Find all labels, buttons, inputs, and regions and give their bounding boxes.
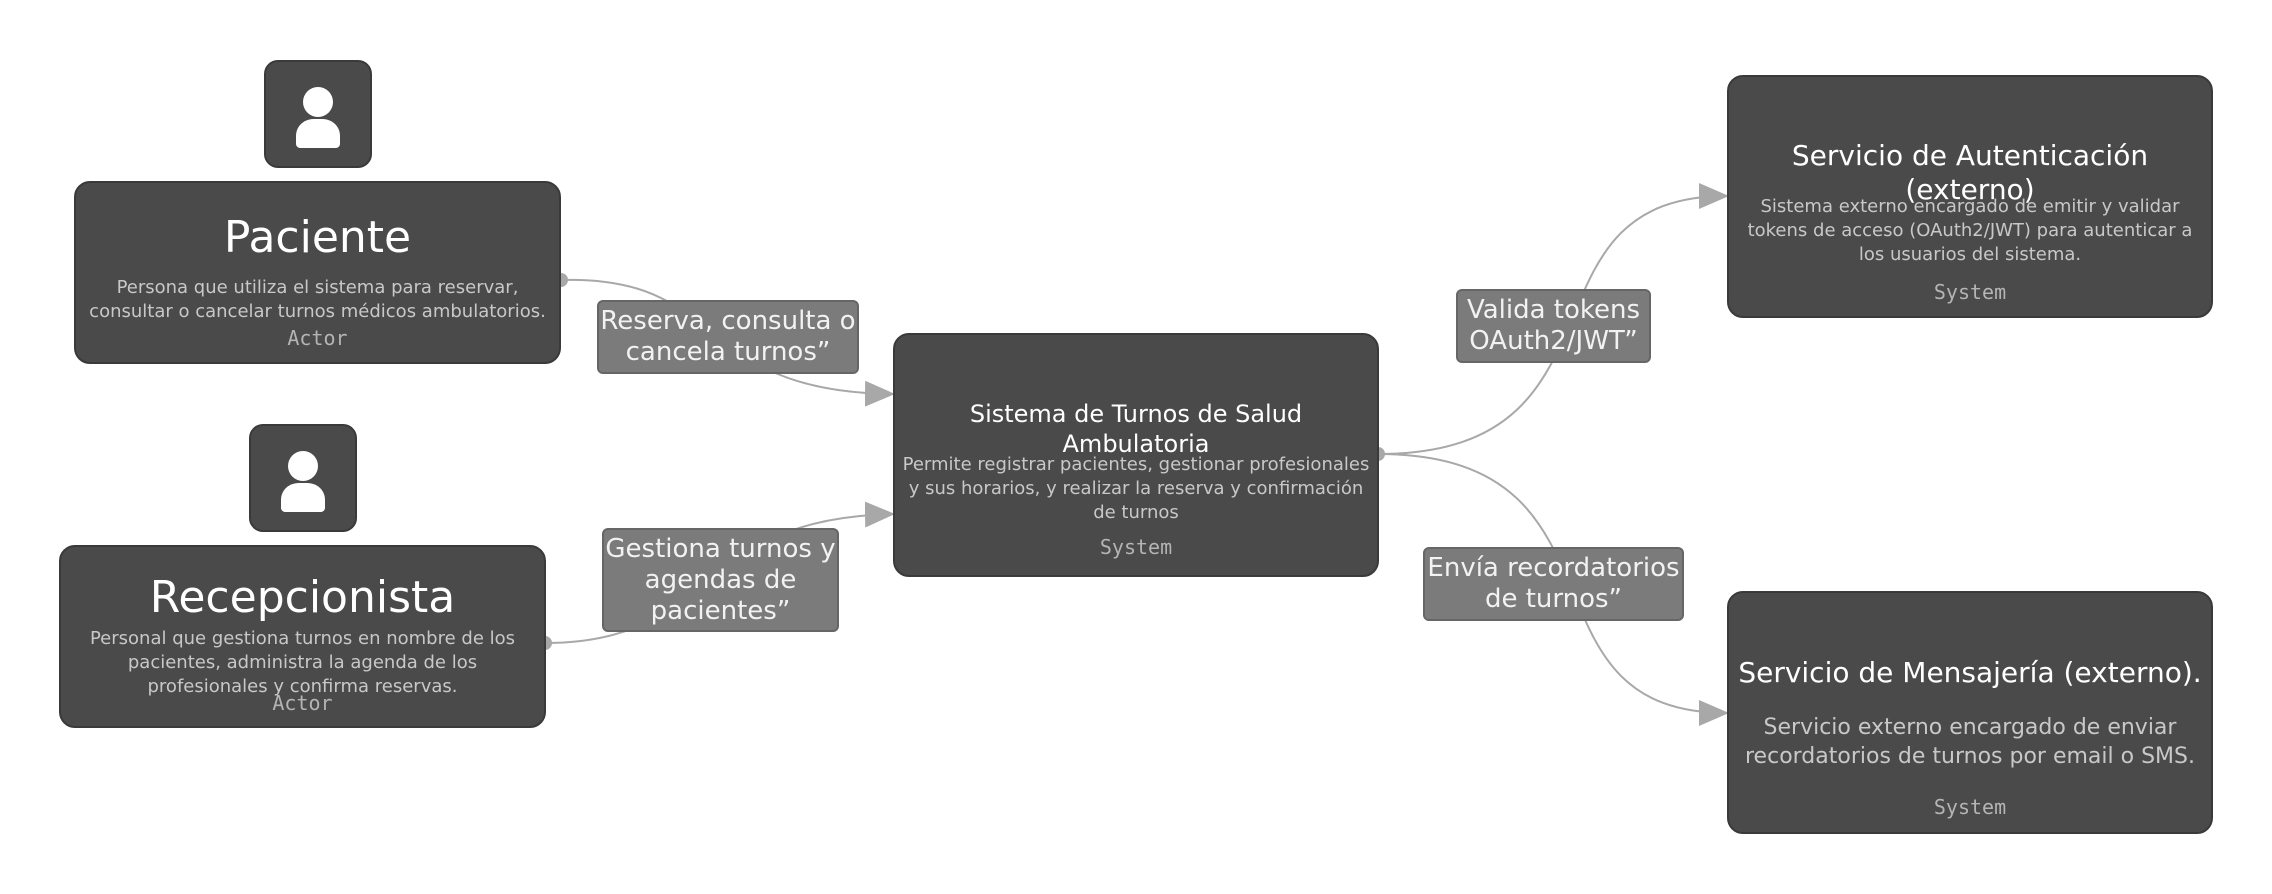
- relationship-label: Envía recordatorios de turnos”: [1423, 547, 1684, 621]
- relationship-label: Valida tokens OAuth2/JWT”: [1456, 289, 1651, 363]
- system-description: Permite registrar pacientes, gestionar p…: [902, 454, 1370, 523]
- system-title: Servicio de Mensajería (externo).: [1738, 656, 2202, 689]
- person-icon: [296, 87, 340, 148]
- relationship-label: Reserva, consulta o cancela turnos”: [597, 300, 859, 374]
- relationship-label: Gestiona turnos y agendas de pacientes”: [602, 528, 839, 632]
- actor-recepcionista[interactable]: Recepcionista Personal que gestiona turn…: [59, 545, 546, 728]
- system-sistema-de-turnos[interactable]: Sistema de Turnos de Salud Ambulatoria P…: [893, 333, 1379, 577]
- system-title: Servicio de Autenticación (externo): [1791, 139, 2149, 206]
- system-type: System: [1933, 795, 2007, 819]
- system-type: System: [1933, 280, 2007, 304]
- actor-title: Recepcionista: [149, 572, 456, 623]
- system-servicio-autenticacion[interactable]: Servicio de Autenticación (externo) Sist…: [1727, 75, 2213, 318]
- system-servicio-mensajeria[interactable]: Servicio de Mensajería (externo). Servic…: [1727, 591, 2213, 834]
- actor-description: Persona que utiliza el sistema para rese…: [89, 277, 546, 322]
- relationship-label-text: Valida tokens OAuth2/JWT”: [1466, 295, 1641, 356]
- person-icon: [281, 451, 325, 512]
- relationship-label-text: Reserva, consulta o cancela turnos”: [600, 306, 856, 367]
- actor-icon-badge: [249, 424, 357, 532]
- system-title: Sistema de Turnos de Salud Ambulatoria: [969, 400, 1303, 458]
- actor-description: Personal que gestiona turnos en nombre d…: [89, 628, 516, 697]
- system-description: Sistema externo encargado de emitir y va…: [1747, 196, 2193, 265]
- system-description: Servicio externo encargado de enviar rec…: [1745, 715, 2195, 769]
- relationship-label-text: Envía recordatorios de turnos”: [1427, 553, 1680, 614]
- actor-paciente[interactable]: Paciente Persona que utiliza el sistema …: [74, 181, 561, 364]
- actor-type: Actor: [287, 326, 348, 350]
- actor-icon-badge: [264, 60, 372, 168]
- relationship-label-text: Gestiona turnos y agendas de pacientes”: [605, 533, 836, 626]
- actor-type: Actor: [272, 691, 333, 715]
- actor-title: Paciente: [223, 212, 412, 263]
- system-type: System: [1099, 535, 1173, 559]
